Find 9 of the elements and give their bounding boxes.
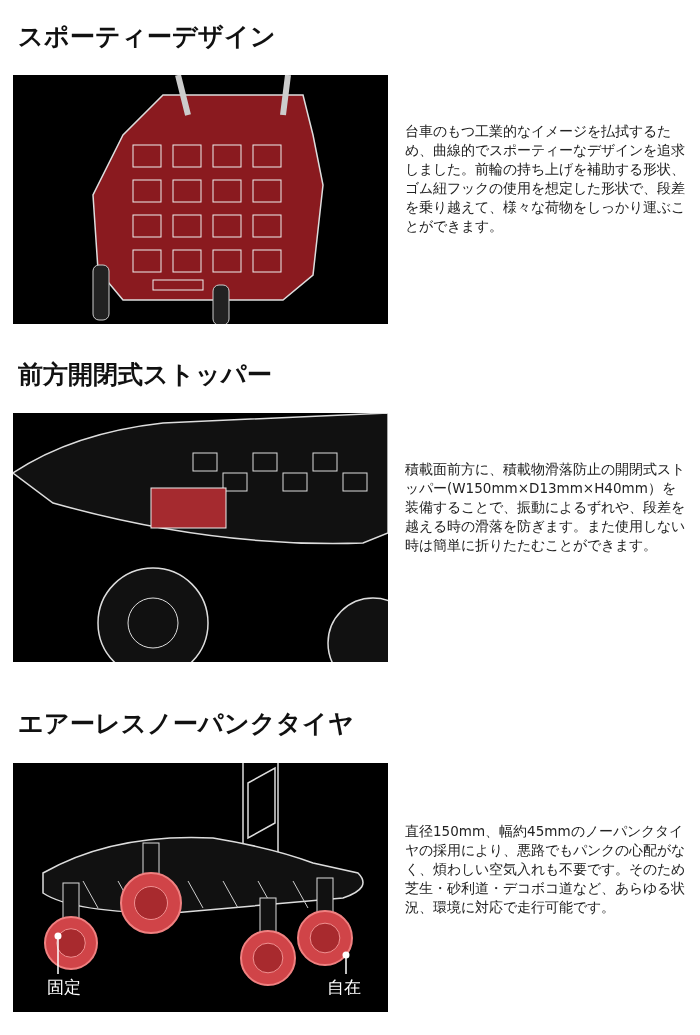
wheel-label: 自在 <box>327 976 361 999</box>
description-text: 台車のもつ工業的なイメージを払拭するため、曲線的でスポーティーなデザインを追求しました。前輪の持ち上げを補助する形状、ゴム紐フックの使用を想定した形状で、段差を乗り越えて、様々な荷物をしっかり運ぶことができます。 <box>405 122 686 236</box>
description-text: 積載面前方に、積載物滑落防止の開閉式ストッパー(W150mm×D13mm×H40mm）を装備することで、振動によるずれや、段差を越える時の滑落を防ぎます。また使用しない時は簡単に折りたたむことができます。 <box>405 460 686 555</box>
wheel-label: 固定 <box>47 976 81 999</box>
section-heading: エアーレスノーパンクタイヤ <box>18 708 354 740</box>
description-text: 直径150mm、幅約45mmのノーパンクタイヤの採用により、悪路でもパンクの心配がなく、煩わしい空気入れも不要です。そのため芝生・砂利道・デコボコ道など、あらゆる状況、環境に対応で走行可能です。 <box>405 822 686 917</box>
section-heading: 前方開閉式ストッパー <box>18 359 272 391</box>
section-heading: スポーティーデザイン <box>18 21 276 53</box>
leader-line <box>342 951 350 975</box>
